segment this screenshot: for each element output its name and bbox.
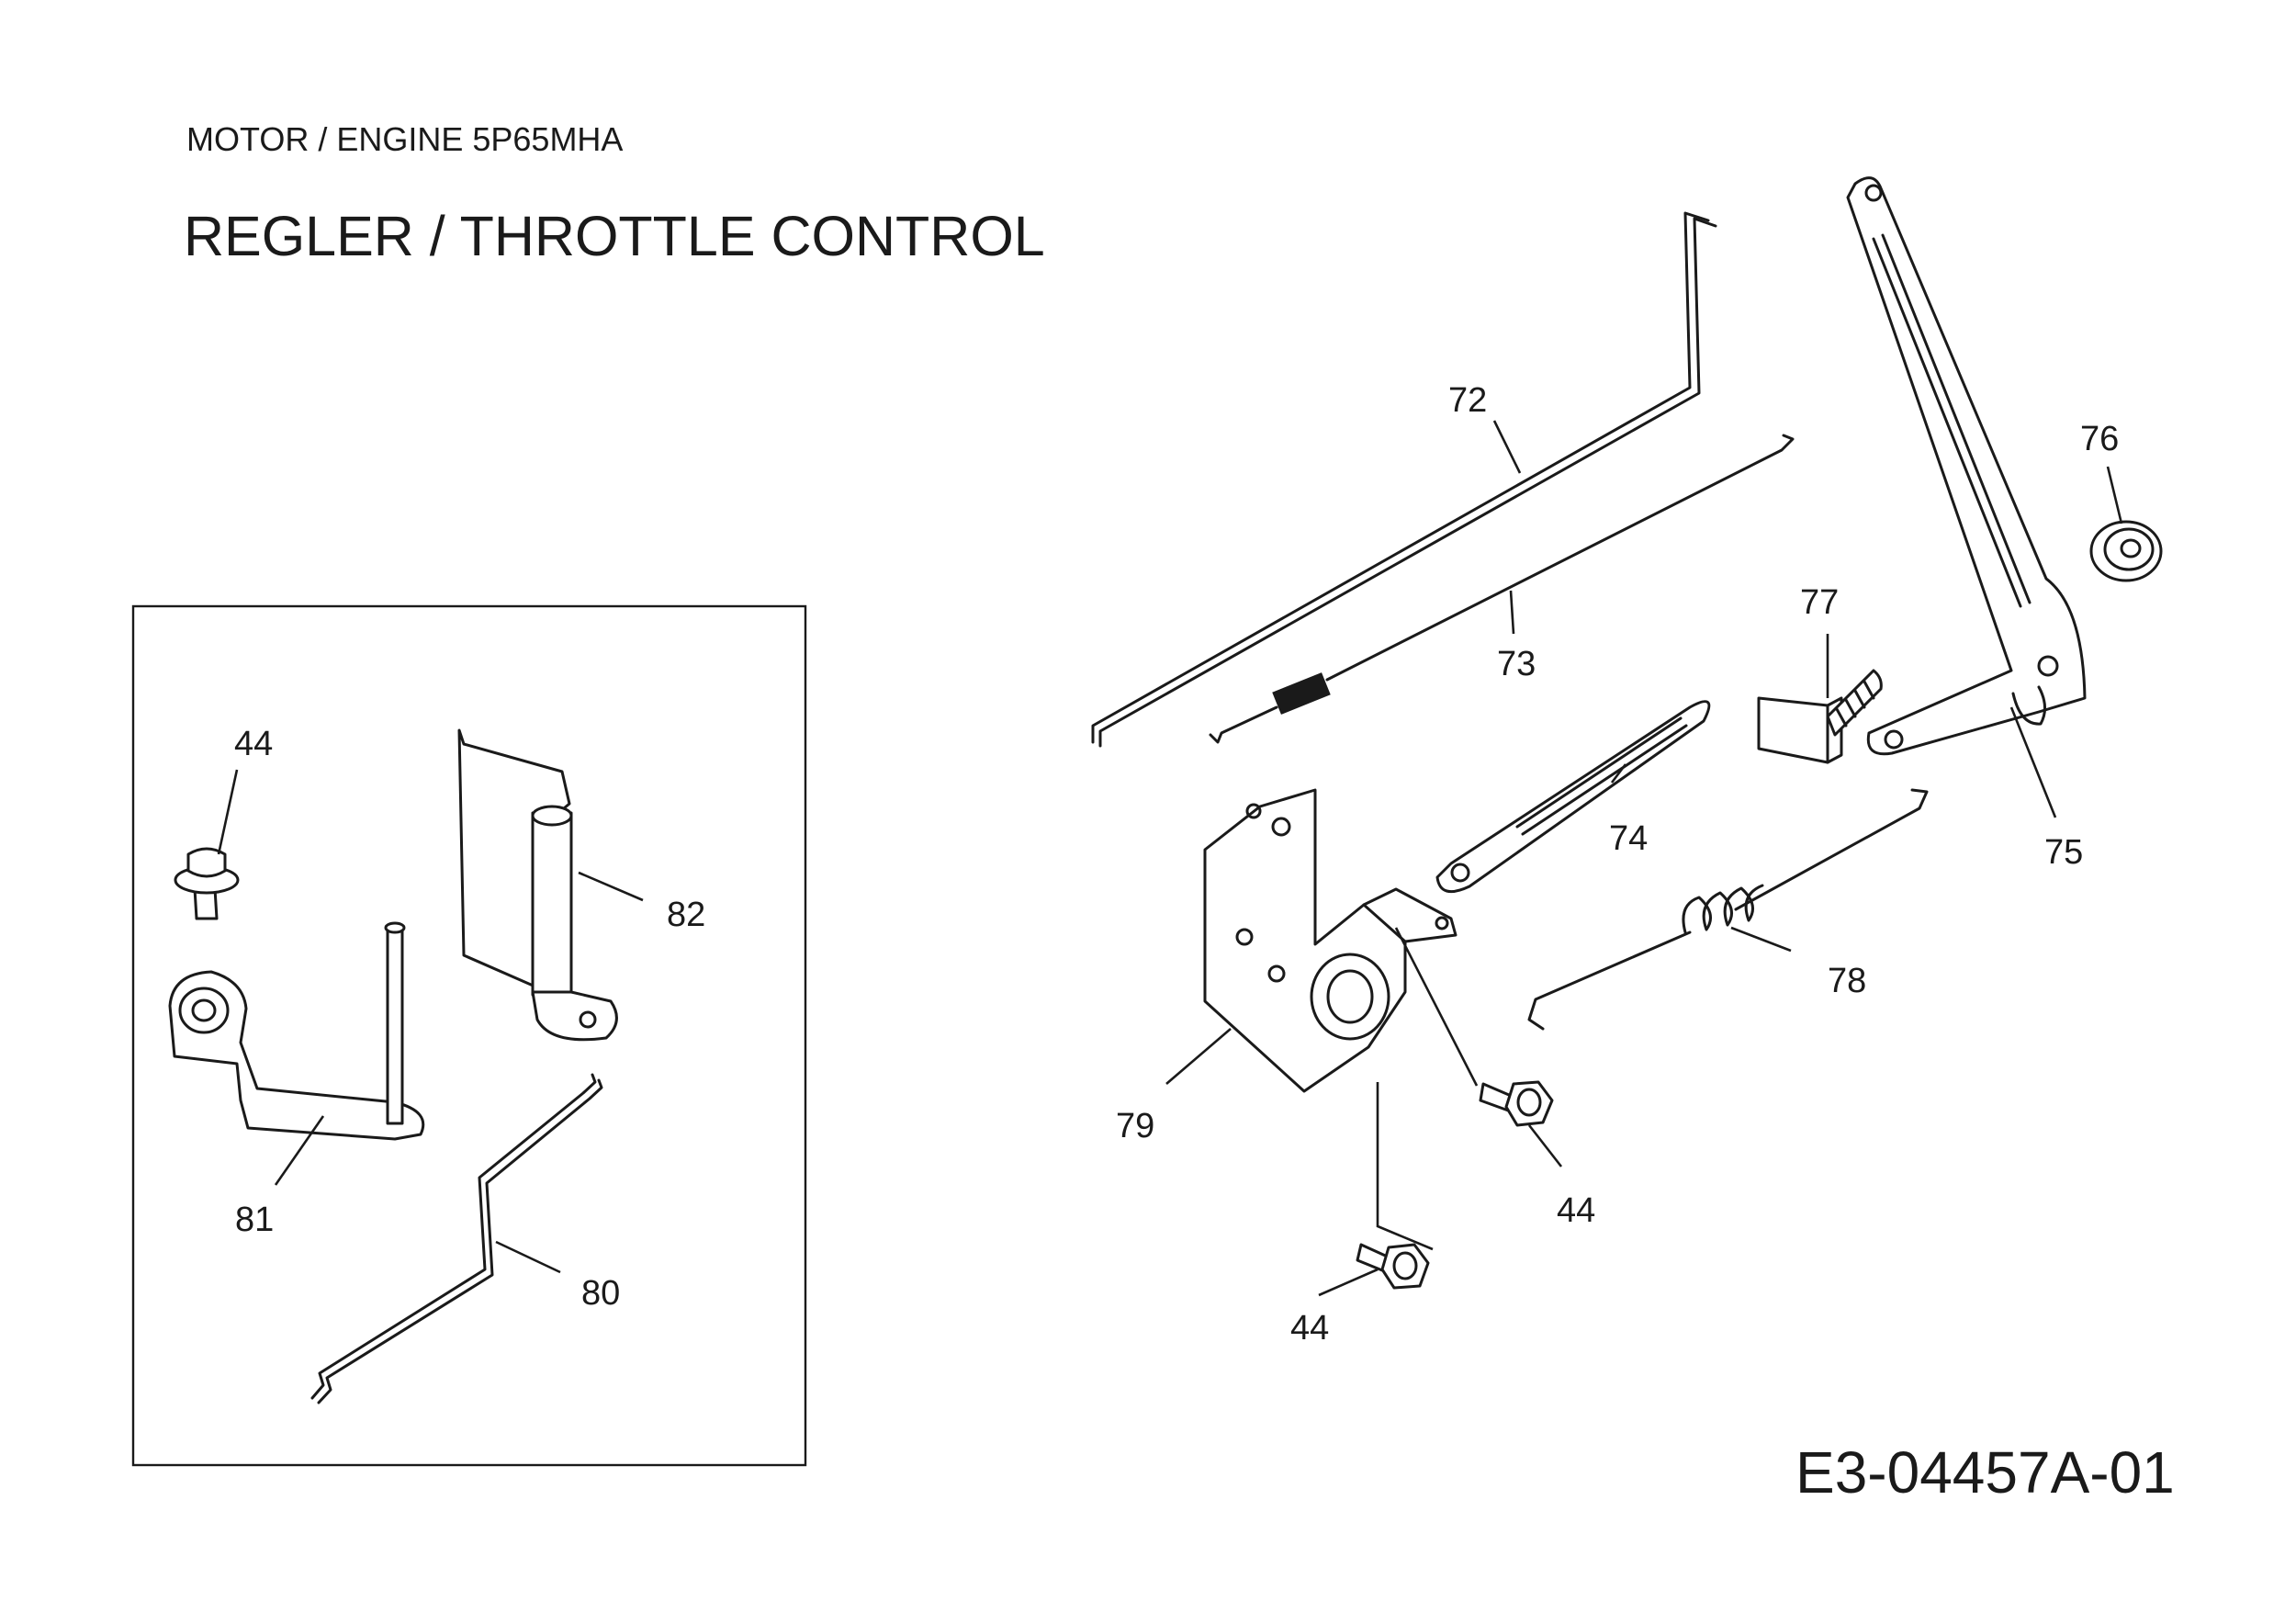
part-44-bolt-a[interactable] (1479, 1080, 1554, 1127)
leader-72 (1492, 420, 1522, 474)
inset-box (131, 604, 807, 1467)
part-73-governor-spring[interactable] (1209, 434, 1795, 744)
leader-75 (2009, 706, 2057, 818)
leader-81 (274, 1115, 325, 1186)
part-75-control-lever[interactable] (1846, 176, 2087, 756)
engine-subtitle: MOTOR / ENGINE 5P65MHA (186, 120, 623, 158)
part-82-governor-shaft[interactable] (457, 728, 618, 1042)
part-72-throttle-rod[interactable] (1091, 211, 1717, 748)
callout-72: 72 (1448, 381, 1487, 420)
part-81-governor-arm[interactable] (168, 921, 425, 1141)
callout-73: 73 (1497, 645, 1536, 683)
part-44-bolt-c[interactable] (174, 847, 240, 920)
callout-82: 82 (667, 896, 705, 934)
callout-81: 81 (235, 1201, 274, 1239)
callout-44-c: 44 (234, 725, 273, 763)
document-number: E3-04457A-01 (1795, 1439, 2175, 1506)
callout-79: 79 (1116, 1107, 1154, 1145)
leader-44-b (1318, 1268, 1379, 1297)
callout-77: 77 (1800, 583, 1839, 622)
leader-44-a-bracket (1376, 1082, 1434, 1251)
leader-44-a-pointer (1394, 927, 1479, 1087)
part-74-slotted-link[interactable] (1435, 700, 1711, 894)
callout-75: 75 (2044, 833, 2083, 872)
part-44-bolt-b[interactable] (1356, 1243, 1430, 1290)
leader-44-a (1527, 1124, 1563, 1167)
part-80-link-rod[interactable] (310, 1073, 603, 1404)
leader-78 (1730, 926, 1792, 953)
callout-44-b: 44 (1290, 1309, 1329, 1348)
part-78-extension-spring[interactable] (1527, 788, 1929, 1031)
leader-79 (1165, 1028, 1232, 1085)
leader-76 (2106, 466, 2123, 524)
callout-76: 76 (2080, 420, 2119, 458)
leader-82 (578, 871, 644, 902)
leader-44-c (217, 769, 239, 855)
callout-78: 78 (1828, 962, 1866, 1000)
leader-lines (217, 420, 2123, 1297)
leader-80 (495, 1240, 561, 1274)
leader-74 (1610, 763, 1627, 784)
part-77-adjusting-screw[interactable] (1757, 669, 1883, 764)
callout-labels: 72 73 74 75 76 77 78 79 44 44 44 80 81 8… (234, 381, 2119, 1348)
diagram-title: REGLER / THROTTLE CONTROL (184, 205, 1045, 267)
part-79-bracket[interactable] (1203, 788, 1458, 1093)
callout-80: 80 (581, 1274, 620, 1313)
leader-73 (1509, 590, 1515, 635)
callout-74: 74 (1609, 819, 1648, 858)
part-76-flange-nut[interactable] (2089, 520, 2163, 582)
callout-44-a: 44 (1557, 1191, 1595, 1230)
